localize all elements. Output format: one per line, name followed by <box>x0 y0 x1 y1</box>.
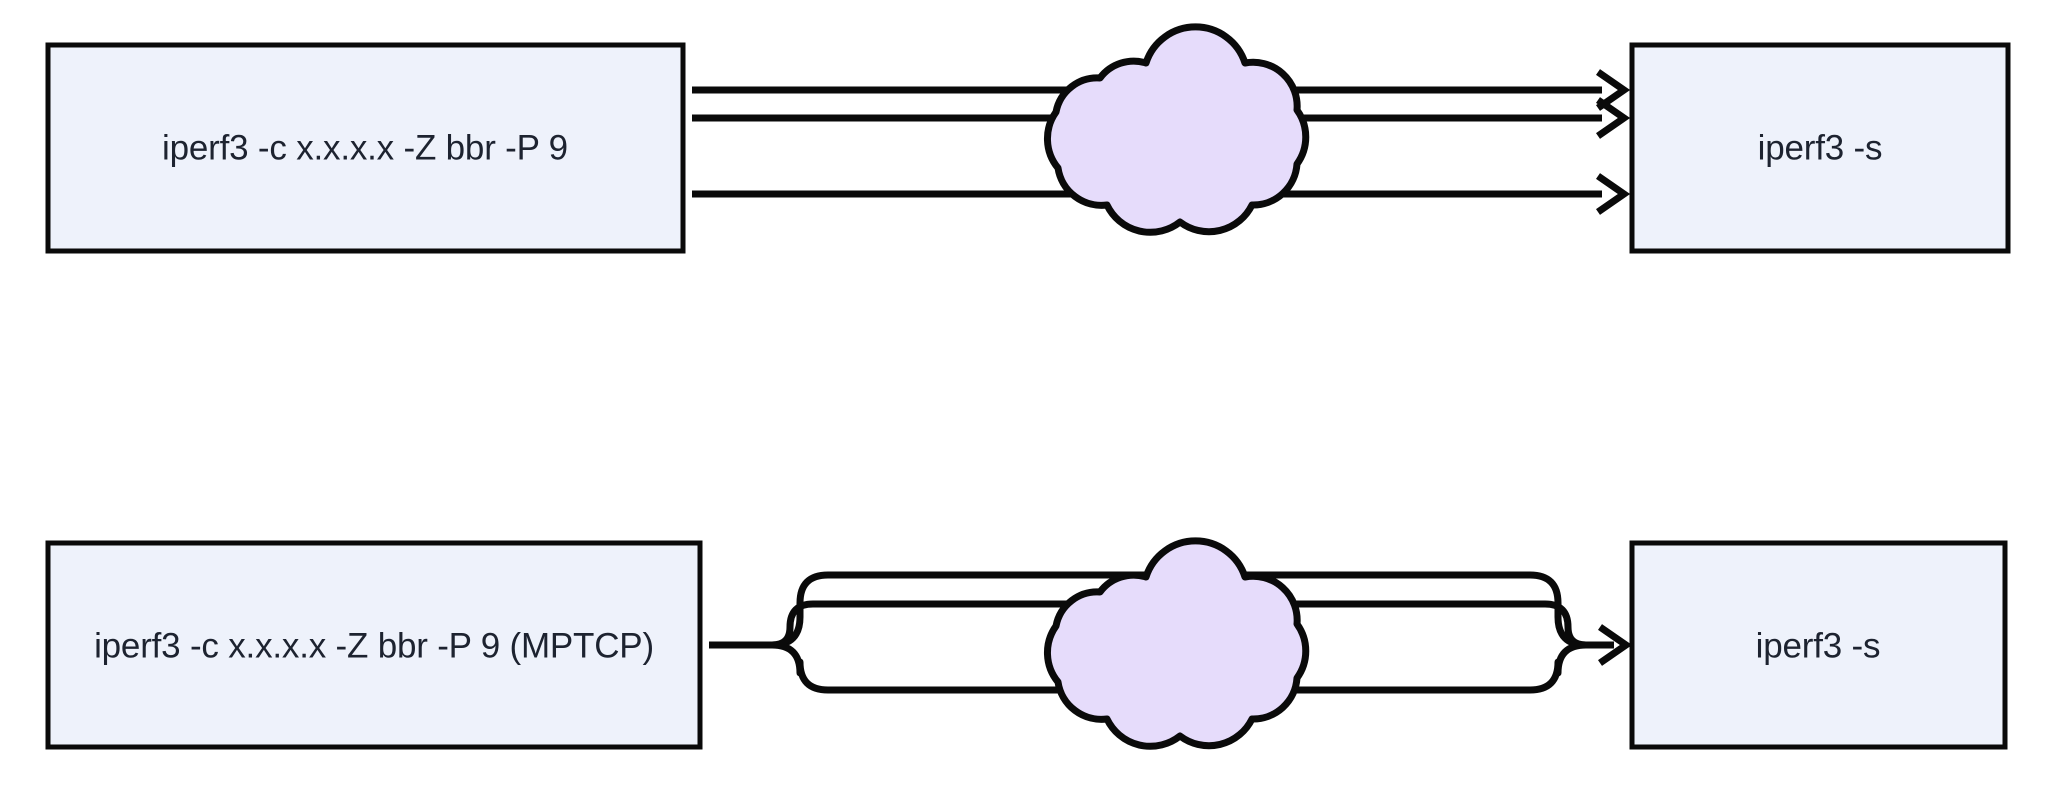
tcp-arrow-head-3 <box>1596 173 1631 215</box>
tcp-row-group: iperf3 -c x.x.x.x -Z bbr -P 9 iperf3 -s <box>45 23 2011 254</box>
tcp-client-label: iperf3 -c x.x.x.x -Z bbr -P 9 <box>162 128 568 167</box>
network-cloud-icon <box>1043 23 1310 236</box>
mptcp-client-label: iperf3 -c x.x.x.x -Z bbr -P 9 (MPTCP) <box>94 626 654 665</box>
network-cloud-icon <box>1043 537 1310 750</box>
tcp-arrow-heads <box>1596 69 1631 215</box>
mptcp-server-label: iperf3 -s <box>1756 626 1881 665</box>
tcp-server-node[interactable] <box>1629 42 2011 254</box>
tcp-server-label: iperf3 -s <box>1758 128 1883 167</box>
mptcp-row-group: iperf3 -c x.x.x.x -Z bbr -P 9 (MPTCP) ip… <box>45 537 2008 750</box>
mptcp-arrow-head <box>1598 624 1633 666</box>
mptcp-server-node[interactable] <box>1629 540 2008 750</box>
mptcp-client-node[interactable] <box>45 540 703 750</box>
tcp-arrow-head-2 <box>1596 97 1631 139</box>
tcp-client-node[interactable] <box>45 42 686 254</box>
